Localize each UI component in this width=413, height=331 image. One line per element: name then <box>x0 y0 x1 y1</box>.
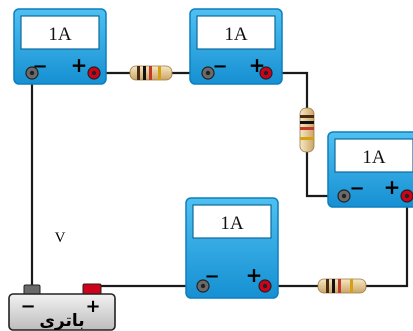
ammeter-2: 1A − + <box>189 8 283 85</box>
ammeter-2-screen <box>196 15 276 50</box>
wire-ammeter-3-to-resistor-3 <box>366 196 409 288</box>
battery-plus-sign: + <box>85 296 100 317</box>
ammeter-1: 1A − + <box>13 8 107 85</box>
battery-minus-sign: − <box>20 296 35 317</box>
ammeter-4-screen <box>192 204 272 239</box>
ammeter-3-screen <box>334 138 413 173</box>
battery-label: باتری <box>39 311 84 331</box>
ammeter-1-plus-sign: + <box>71 53 88 77</box>
ammeter-3: 1A − + <box>327 131 413 208</box>
battery: V − + باتری <box>8 230 116 331</box>
resistor-3[interactable] <box>317 278 367 294</box>
ammeter-2-reading: 1A <box>224 24 248 45</box>
ammeter-2-minus-sign: − <box>212 56 227 77</box>
battery-voltage-label: V <box>55 230 66 246</box>
ammeter-3-reading: 1A <box>362 147 386 168</box>
ammeter-3-minus-sign: − <box>349 178 364 199</box>
resistor-1[interactable] <box>129 65 173 81</box>
ammeter-4: 1A − + <box>185 197 279 299</box>
ammeter-4-reading: 1A <box>220 213 244 234</box>
ammeter-1-screen <box>20 15 100 50</box>
ammeter-3-plus-sign: + <box>384 175 401 199</box>
ammeter-4-plus-sign: + <box>246 263 263 287</box>
ammeter-1-reading: 1A <box>48 24 72 45</box>
battery-body <box>8 293 116 331</box>
resistor-2[interactable] <box>299 107 315 153</box>
ammeter-4-minus-sign: − <box>204 266 219 287</box>
